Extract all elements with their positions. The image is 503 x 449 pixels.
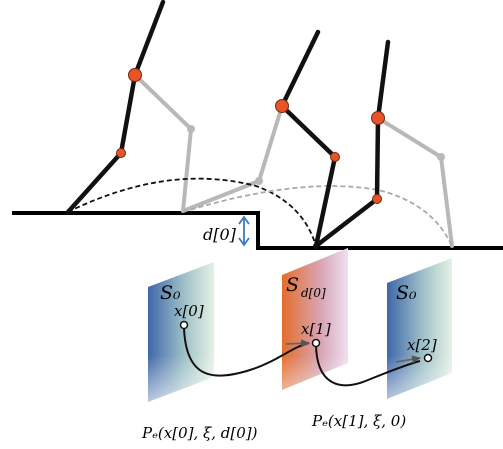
- state-point-2: [423, 353, 433, 363]
- state-point-0: [179, 320, 189, 330]
- ghost-leg-1: [133, 73, 193, 213]
- step-height-label: d[0]: [203, 225, 237, 244]
- state-label-0: x[0]: [174, 302, 204, 320]
- return-map-label-1: Pₑ(x[0], ξ, d[0]): [141, 424, 258, 442]
- knee-joint-3: [372, 194, 382, 204]
- knee-joint-2: [330, 152, 340, 162]
- ghost-legs: [133, 73, 454, 248]
- section-label-right: S₀: [396, 282, 417, 304]
- state-label-2: x[2]: [407, 336, 437, 354]
- swing-trajectory-2: [182, 185, 453, 247]
- swing-trajectory-1: [67, 177, 317, 247]
- knee-joint-1: [116, 148, 126, 158]
- touchdown-point: [313, 243, 319, 249]
- stance-leg-3: [313, 39, 391, 249]
- section-label-middle-sub: d[0]: [301, 286, 326, 300]
- hip-joint-1: [128, 68, 142, 82]
- joints: [116, 68, 385, 204]
- section-label-left: S₀: [160, 282, 181, 304]
- ground-profile: [12, 211, 503, 250]
- active-legs: [65, 0, 391, 249]
- stance-leg-2: [279, 29, 338, 249]
- flow-arrow-1: [285, 339, 310, 348]
- hip-joint-3: [371, 111, 385, 125]
- flow-curve-2: [315, 342, 421, 387]
- section-panel-middle: [282, 248, 348, 390]
- flow-curve-1: [183, 327, 310, 377]
- hip-joint-2: [275, 99, 289, 113]
- stance-leg-1: [65, 0, 166, 215]
- section-label-middle: S: [286, 274, 299, 296]
- ghost-leg-2: [181, 104, 284, 213]
- flow-arrow-2: [395, 355, 421, 364]
- return-map-label-2: Pₑ(x[1], ξ, 0): [311, 412, 406, 430]
- state-label-1: x[1]: [301, 320, 331, 338]
- state-point-1: [311, 338, 321, 348]
